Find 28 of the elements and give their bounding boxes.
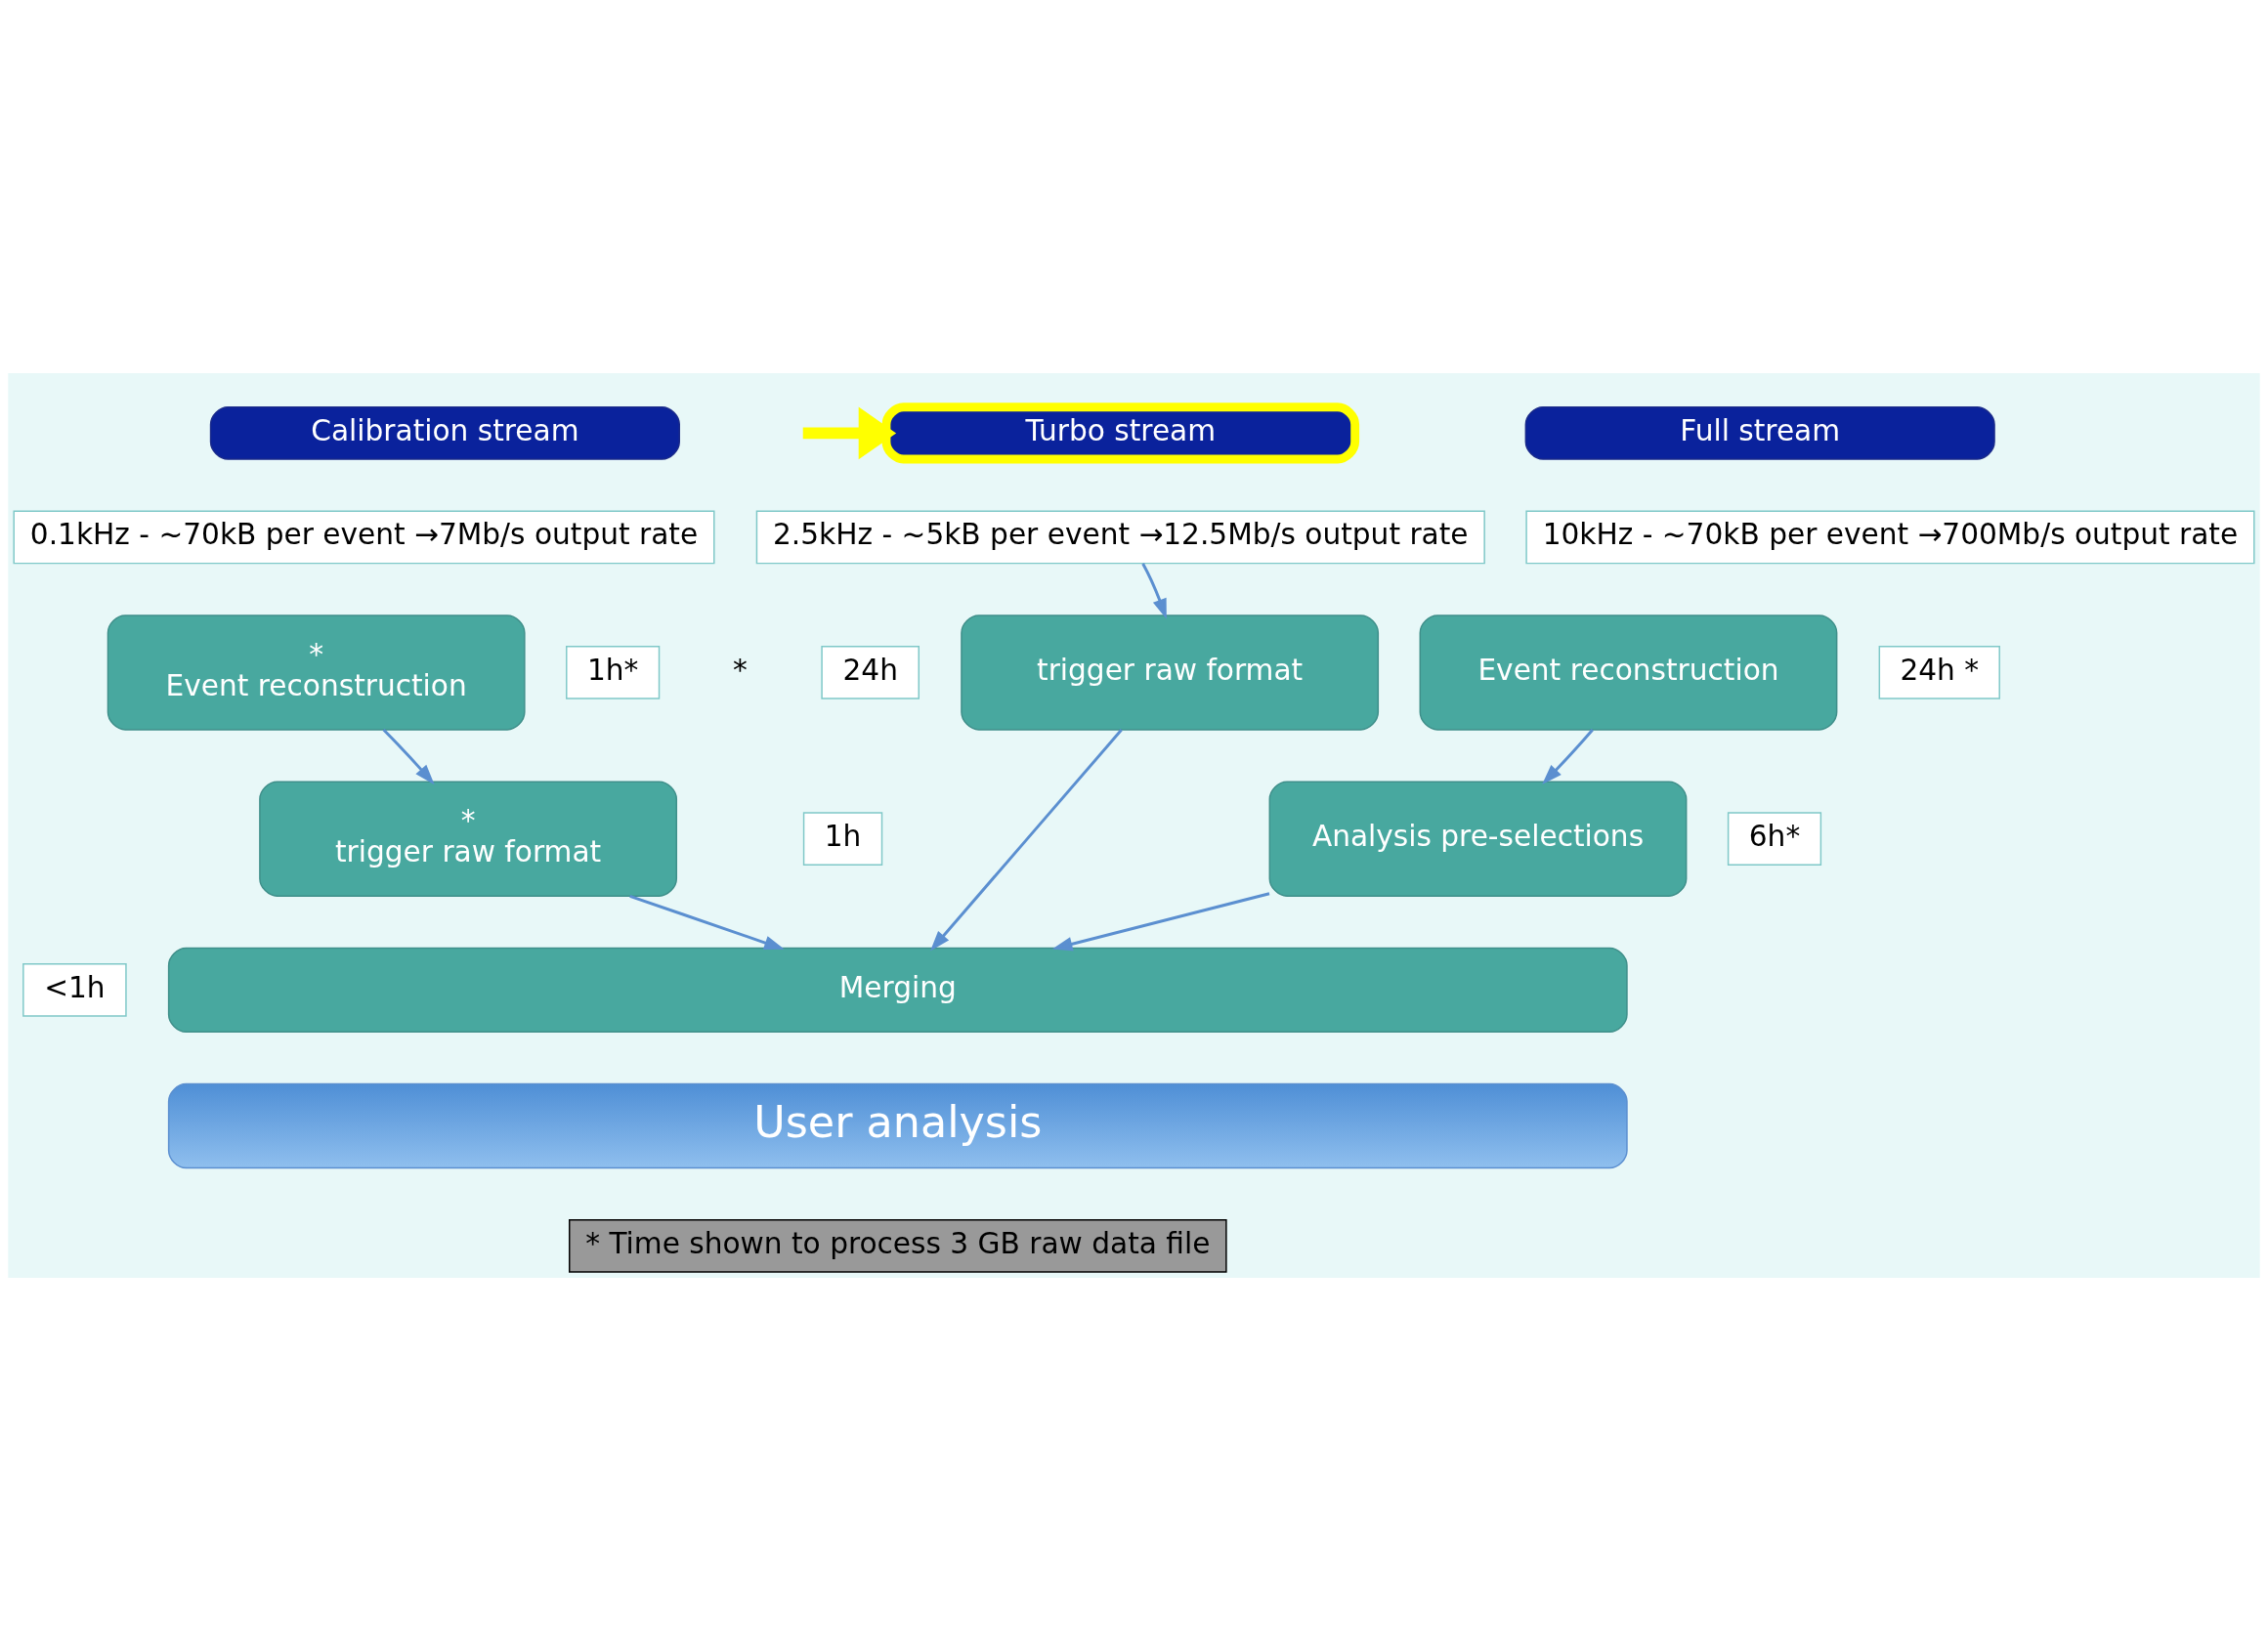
node-box: Full stream [1524, 406, 1995, 460]
node-box: Turbo stream [881, 402, 1360, 464]
label: * [733, 653, 748, 687]
node-box: 1h [802, 812, 883, 867]
node-box: * Event reconstruction [107, 614, 526, 731]
arrow [1141, 563, 1167, 619]
node-box: 2.5kHz - ~5kB per event →12.5Mb/s output rate [755, 510, 1485, 565]
node-box: Calibration stream [209, 406, 680, 460]
node-box: trigger raw format [961, 614, 1380, 731]
node-box: 1h* [566, 646, 661, 699]
node-box: Analysis pre-selections [1268, 781, 1688, 897]
node-box: 6h* [1727, 812, 1822, 867]
arrow [930, 729, 1123, 952]
node-box: 24h [821, 646, 920, 699]
node-box: 0.1kHz - ~70kB per event →7Mb/s output rate [13, 510, 715, 565]
arrow [382, 728, 435, 785]
arrow [1542, 729, 1594, 784]
node-box: 10kHz - ~70kB per event →700Mb/s output rate [1525, 510, 2255, 565]
node-box: Event reconstruction [1419, 614, 1838, 731]
arrow [629, 894, 785, 950]
node-box: <1h [22, 963, 127, 1017]
node-box: User analysis [167, 1082, 1628, 1169]
label: * Time shown to process 3 GB raw data file [585, 1226, 1211, 1260]
arrow [1051, 892, 1270, 952]
node-box: Merging [167, 947, 1628, 1034]
node-box: 24h * [1878, 646, 2000, 699]
node-box: * trigger raw format [259, 781, 678, 897]
arrow [802, 406, 897, 460]
